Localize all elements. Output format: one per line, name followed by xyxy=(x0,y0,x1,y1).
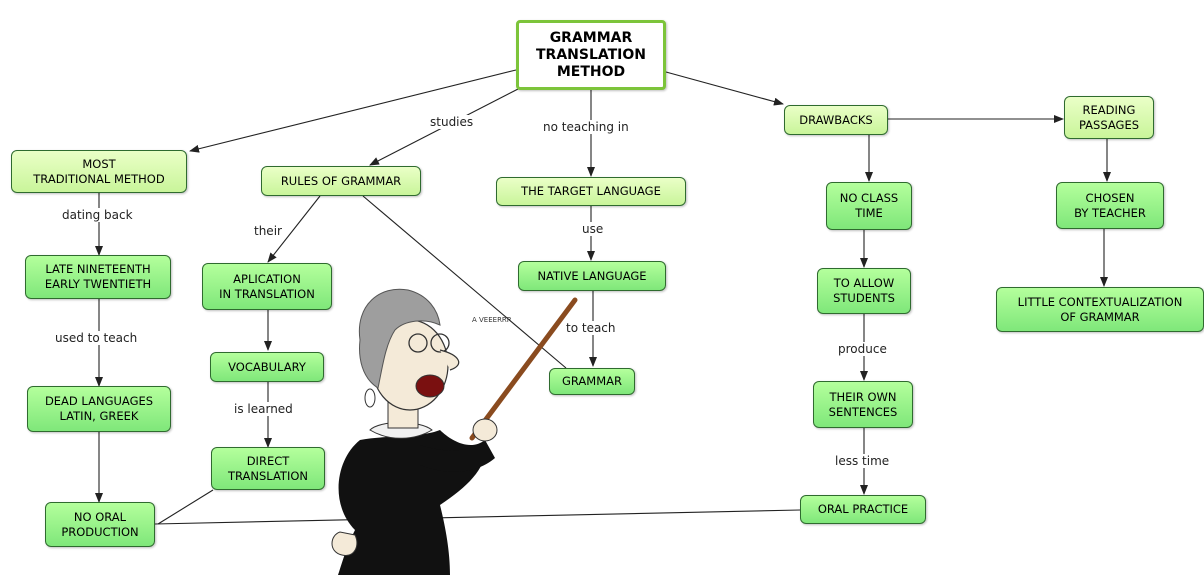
teacher-nose xyxy=(439,349,460,371)
node-vocabulary[interactable]: VOCABULARY xyxy=(210,352,324,382)
teacher-glasses-left xyxy=(408,333,428,353)
teacher-hand-left xyxy=(331,531,358,556)
node-own-sentences[interactable]: THEIR OWN SENTENCES xyxy=(813,381,913,428)
root-node[interactable]: GRAMMAR TRANSLATION METHOD xyxy=(516,20,666,90)
edge-direct-nooral xyxy=(157,489,214,525)
node-little-contextualization[interactable]: LITTLE CONTEXTUALIZATION OF GRAMMAR xyxy=(996,287,1204,332)
link-label-their: their xyxy=(252,224,284,238)
node-to-allow[interactable]: TO ALLOW STUDENTS xyxy=(817,268,911,314)
link-label-produce: produce xyxy=(836,342,889,356)
teacher-mouth xyxy=(415,374,445,398)
link-label-no-teaching-in: no teaching in xyxy=(541,120,631,134)
link-label-studies: studies xyxy=(428,115,476,129)
edge-rules-grammar xyxy=(362,195,567,369)
edge-root-drawbacks xyxy=(665,71,784,106)
node-most-traditional[interactable]: MOST TRADITIONAL METHOD xyxy=(11,150,187,193)
node-reading-passages[interactable]: READING PASSAGES xyxy=(1064,96,1154,139)
node-no-class-time[interactable]: NO CLASS TIME xyxy=(826,182,912,230)
link-label-use: use xyxy=(580,222,606,236)
teacher-earring xyxy=(364,388,376,408)
node-grammar[interactable]: GRAMMAR xyxy=(549,368,635,395)
node-target-language[interactable]: THE TARGET LANGUAGE xyxy=(496,177,686,206)
link-label-used-to-teach: used to teach xyxy=(53,331,140,345)
teacher-glasses-right xyxy=(430,333,450,353)
node-drawbacks[interactable]: DRAWBACKS xyxy=(784,105,888,135)
edge-root-most-traditional xyxy=(189,69,517,153)
node-oral-practice[interactable]: ORAL PRACTICE xyxy=(800,495,926,524)
teacher-illustration xyxy=(331,288,578,575)
node-aplication[interactable]: APLICATION IN TRANSLATION xyxy=(202,263,332,310)
teacher-hair xyxy=(358,288,441,389)
node-direct-translation[interactable]: DIRECT TRANSLATION xyxy=(211,447,325,490)
edge-oral-nooral xyxy=(154,509,801,525)
pointer-stick xyxy=(469,297,578,441)
speech-text: A VEEERRR xyxy=(472,316,512,324)
link-label-to-teach: to teach xyxy=(564,321,618,335)
node-no-oral-production[interactable]: NO ORAL PRODUCTION xyxy=(45,502,155,547)
link-label-is-learned: is learned xyxy=(232,402,295,416)
node-rules-of-grammar[interactable]: RULES OF GRAMMAR xyxy=(261,166,421,196)
link-label-less-time: less time xyxy=(833,454,892,468)
node-dead-languages[interactable]: DEAD LANGUAGES LATIN, GREEK xyxy=(27,386,171,432)
teacher-arm-right xyxy=(420,440,495,472)
teacher-hand-right xyxy=(472,418,498,442)
link-label-dating-back: dating back xyxy=(60,208,135,222)
edge-rules-aplication xyxy=(267,195,321,263)
node-chosen-by-teacher[interactable]: CHOSEN BY TEACHER xyxy=(1056,182,1164,229)
node-native-language[interactable]: NATIVE LANGUAGE xyxy=(518,261,666,291)
node-late-nineteenth[interactable]: LATE NINETEENTH EARLY TWENTIETH xyxy=(25,255,171,299)
